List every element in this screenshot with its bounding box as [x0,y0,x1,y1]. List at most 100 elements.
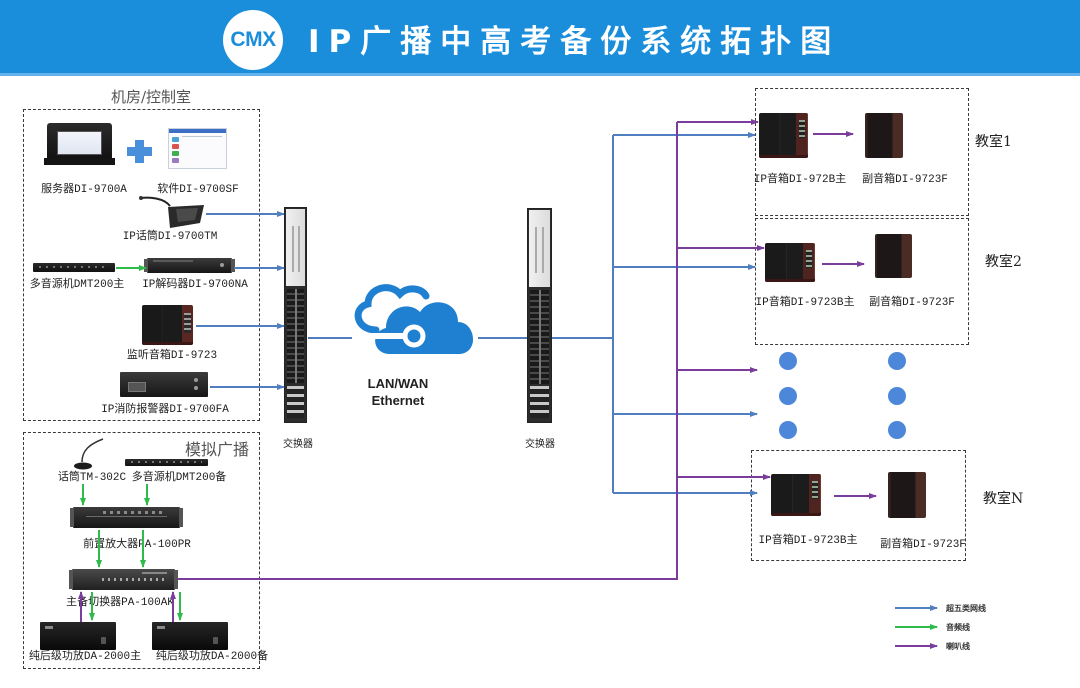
amp-logo [45,626,53,629]
classroom-n-main-speaker-icon [771,474,821,516]
speaker-trunk-line [178,122,678,580]
network-switch-right-icon [527,208,552,423]
monitor-speaker-label: 监听音箱DI-9723 [126,350,218,362]
rack-detail [153,260,193,262]
rack-knob [194,378,198,382]
rack-detail [39,266,109,268]
rack-detail [85,516,168,518]
rack-knob [220,263,224,267]
mic-label: 话筒TM-302C [57,472,127,484]
classroom-1-sub-speaker-icon [865,113,903,158]
rack-detail [142,572,167,574]
speaker-control-panel [184,313,191,333]
multi-source-main-label: 多音源机DMT200主 [29,279,125,291]
logo-text: CMX [230,28,276,51]
header-bar [0,0,1080,76]
classroom-2-main-label: IP音箱DI-9723B主 [755,297,855,309]
page-title: IP广播中高考备份系统拓扑图 [308,24,841,60]
analog-broadcast-group [23,432,260,669]
ellipsis-dot [888,421,906,439]
rack-knob [194,386,198,390]
paging-microphone-icon [139,196,204,228]
switch-sfp-ports [287,385,304,418]
control-room-title: 机房/控制室 [110,88,192,106]
amp-logo [157,626,165,629]
microphone-gooseneck [140,196,171,207]
ellipsis-dot [779,421,797,439]
multi-source-main-icon [33,263,115,272]
classroom-1-main-label: IP音箱DI-972B主 [753,174,847,186]
switch-ports [530,289,549,384]
rack-detail [102,578,164,581]
amp-backup-icon [152,622,228,650]
legend-audio-label: 音频线 [946,623,970,632]
classroom-n-group [751,450,966,561]
microphone-gooseneck [81,438,104,463]
software-menu-icon [172,151,179,156]
gooseneck-microphone-icon [74,438,104,470]
amp-backup-label: 纯后级功放DA-2000备 [155,651,269,663]
microphone-base [74,462,92,470]
legend-speaker-label: 喇叭线 [946,642,970,651]
software-menu-icon [172,137,179,142]
classroom-n-sub-label: 副音箱DI-9723F [880,539,966,551]
server-screen [57,131,102,155]
preamp-label: 前置放大器PA-100PR [83,539,191,551]
classroom-n-main-label: IP音箱DI-9723B主 [758,535,858,547]
classroom-2-sub-label: 副音箱DI-9723F [869,297,955,309]
software-menu-icon [172,144,179,149]
software-titlebar [169,129,226,133]
plus-horizontal [127,147,152,156]
switch-sfp-ports [530,385,549,418]
cloud-icon [354,284,474,354]
software-window-icon [168,128,227,169]
rack-ear [69,570,73,589]
ellipsis-dot [888,352,906,370]
rack-ear [179,508,183,527]
classroom-1-sub-label: 副音箱DI-9723F [862,174,948,186]
server-icon [44,123,115,165]
amp-main-icon [40,622,116,650]
plus-icon [127,140,152,163]
classroom-1-name: 教室1 [975,134,1012,150]
cloud-outline [354,284,430,334]
multi-source-backup-icon [125,459,208,466]
cloud-label-line2: Ethernet [371,393,425,408]
rack-ear [70,508,74,527]
ip-decoder-label: IP解码器DI-9700NA [142,279,248,291]
ellipsis-dot [888,387,906,405]
software-row [182,136,222,137]
switcher-label: 主备切换器PA-100AK [66,597,174,609]
amp-power-switch [101,637,106,644]
classroom-2-sub-speaker-icon [875,234,912,278]
ellipsis-dot [779,352,797,370]
legend-network-label: 超五类网线 [946,604,986,613]
rack-ear [174,570,178,589]
switch-left-label: 交换器 [283,440,313,451]
server-label: 服务器DI-9700A [41,184,127,196]
switch-ports [287,289,304,384]
ip-mic-label: IP话筒DI-9700TM [122,231,218,243]
classroom-1-group [755,88,969,216]
fire-alarm-label: IP消防报警器DI-9700FA [101,404,229,416]
switch-panel [529,210,550,287]
fire-alarm-icon [120,372,208,397]
analog-broadcast-title: 模拟广播 [184,440,250,459]
rack-detail [103,511,163,514]
software-menu-icon [172,158,179,163]
monitor-speaker-icon [142,305,193,345]
amp-power-switch [213,637,218,644]
classroom-1-main-speaker-icon [759,113,808,158]
switch-right-label: 交换器 [525,440,555,451]
classroom-n-sub-speaker-icon [888,472,926,518]
amp-main-label: 纯后级功放DA-2000主 [28,651,142,663]
cloud-node [402,324,426,348]
cloud-label-line1: LAN/WAN [367,376,429,391]
microphone-panel [176,208,198,222]
control-room-group [23,109,260,421]
rack-display [128,382,146,392]
software-label: 软件DI-9700SF [157,184,239,196]
rack-ear [231,259,235,272]
rack-detail [131,461,202,463]
